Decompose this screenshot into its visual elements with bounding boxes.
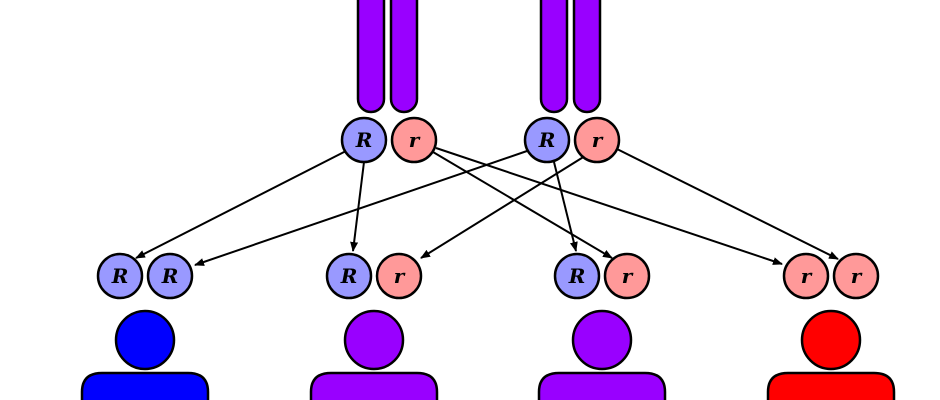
inheritance-arrow (614, 147, 839, 260)
inheritance-arrow (432, 151, 613, 259)
allele-circle-icon (523, 116, 571, 164)
allele-label: R (340, 264, 358, 288)
allele-label: r (409, 128, 421, 152)
allele-label: r (394, 264, 406, 288)
chromosome-icon (572, 0, 602, 114)
chromosome-icon (539, 0, 569, 114)
parent-2-chromosome-pair (539, 0, 602, 114)
offspring-4-alleles: r r (782, 252, 880, 300)
inheritance-arrows (135, 147, 839, 266)
inheritance-arrow (435, 147, 783, 265)
allele-circle-icon (96, 252, 144, 300)
allele-label: R (355, 128, 373, 152)
allele-label: r (801, 264, 813, 288)
allele-circle-icon (325, 252, 373, 300)
allele-circle-icon (832, 252, 880, 300)
parent-2-alleles: R r (523, 116, 621, 164)
allele-circle-icon (573, 116, 621, 164)
parent-1-alleles: R r (340, 116, 438, 164)
person-icon (766, 309, 896, 400)
allele-label: r (622, 264, 634, 288)
offspring-2-alleles: R r (325, 252, 423, 300)
allele-circle-icon (782, 252, 830, 300)
allele-circle-icon (375, 252, 423, 300)
allele-label: R (161, 264, 179, 288)
allele-circle-icon (390, 116, 438, 164)
allele-label: r (592, 128, 604, 152)
inheritance-arrow (350, 161, 365, 252)
inheritance-arrow (552, 157, 578, 252)
offspring-3-alleles: R r (553, 252, 651, 300)
person-icon (80, 309, 210, 400)
allele-label: R (111, 264, 129, 288)
allele-label: R (568, 264, 586, 288)
offspring-1-alleles: R R (96, 252, 194, 300)
allele-label: r (851, 264, 863, 288)
chromosome-icon (389, 0, 419, 114)
inheritance-arrow (194, 150, 528, 266)
person-icon (309, 309, 439, 400)
parent-1-chromosome-pair (356, 0, 419, 114)
allele-circle-icon (603, 252, 651, 300)
person-icon (537, 309, 667, 400)
allele-circle-icon (146, 252, 194, 300)
allele-label: R (538, 128, 556, 152)
allele-circle-icon (553, 252, 601, 300)
inheritance-arrow (420, 155, 586, 259)
allele-circle-icon (340, 116, 388, 164)
chromosome-icon (356, 0, 386, 114)
inheritance-arrow (135, 150, 347, 259)
